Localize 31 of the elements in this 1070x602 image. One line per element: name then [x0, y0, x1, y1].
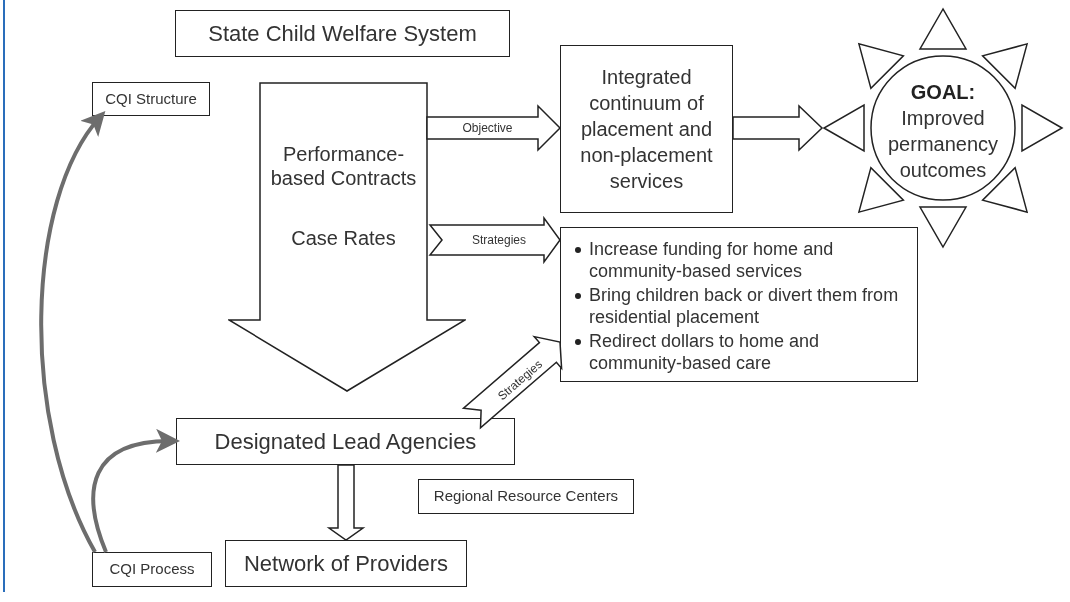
process-box — [225, 540, 467, 587]
bullet-text: Redirect dollars to home and community-based care — [589, 330, 821, 374]
goal-heading: GOAL: — [910, 80, 976, 105]
block-arrow — [428, 215, 561, 265]
box-text: Network of Providers — [243, 550, 449, 578]
box-text: Integrated continuum of placement and non-placement services — [579, 65, 714, 194]
process-box — [92, 552, 212, 587]
box-text: CQI Process — [109, 559, 195, 580]
strategy-list-box — [560, 227, 918, 382]
process-box — [560, 45, 733, 213]
box-text: Regional Resource Centers — [433, 486, 619, 507]
process-box — [176, 418, 515, 465]
block-arrow — [461, 335, 563, 430]
goal-text: Improved permanency outcomes — [886, 106, 1000, 183]
arrow-text: Case Rates — [291, 226, 396, 250]
bullet-text: Bring children back or divert them from residential placement — [589, 284, 900, 328]
curved-arrow — [91, 429, 180, 553]
bullet-text: Increase funding for home and community-based services — [589, 238, 835, 282]
process-box — [418, 479, 634, 514]
process-box — [175, 10, 510, 57]
process-box — [92, 82, 210, 116]
box-text: State Child Welfare System — [208, 20, 477, 48]
curved-arrow — [39, 110, 105, 553]
box-text: Designated Lead Agencies — [214, 428, 477, 456]
arrow-text: Performance-based Contracts — [269, 142, 418, 190]
edge-label: Strategies — [472, 233, 526, 247]
block-arrow — [732, 104, 824, 152]
block-arrow — [326, 464, 366, 541]
edge-label: Objective — [462, 121, 513, 135]
block-arrow — [426, 104, 562, 152]
box-text: CQI Structure — [105, 88, 197, 109]
